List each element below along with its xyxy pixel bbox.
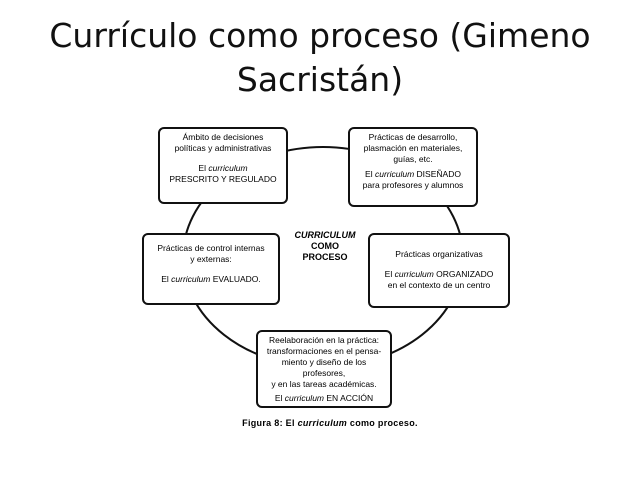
box-text-line: Ámbito de decisiones bbox=[182, 132, 264, 142]
box-curriculum-evaluado: Prácticas de control internas y externas… bbox=[142, 233, 280, 305]
figure-caption: Figura 8: El curriculum como proceso. bbox=[242, 418, 418, 428]
center-label: CURRICULUM COMO PROCESO bbox=[285, 230, 365, 263]
box-text-line: Prácticas organizativas bbox=[395, 249, 483, 259]
box-text-line: y externas: bbox=[190, 254, 232, 264]
box-text-line: políticas y administrativas bbox=[174, 143, 272, 153]
box-term-label: PRESCRITO Y REGULADO bbox=[169, 174, 277, 184]
box-term-suffix: en el contexto de un centro bbox=[387, 280, 491, 290]
box-curriculum-disenado: Prácticas de desarrollo, plasmación en m… bbox=[348, 127, 478, 207]
center-line-2: COMO bbox=[311, 241, 339, 251]
box-term-line: El curriculum ORGANIZADO bbox=[384, 269, 494, 279]
box-text-line: guías, etc. bbox=[393, 154, 433, 164]
page-title: Currículo como proceso (Gimeno Sacristán… bbox=[0, 14, 640, 102]
box-text-line: plasmación en materiales, bbox=[363, 143, 463, 153]
box-text-line: miento y diseño de los profesores, bbox=[281, 357, 367, 378]
box-curriculum-en-accion: Reelaboración en la práctica: transforma… bbox=[256, 330, 392, 408]
box-term-line: El curriculum EVALUADO. bbox=[161, 274, 261, 284]
box-term-line: El curriculum EN ACCIÓN bbox=[274, 393, 374, 403]
box-text-line: Reelaboración en la práctica: bbox=[268, 335, 380, 345]
center-line-3: PROCESO bbox=[302, 252, 348, 262]
box-curriculum-prescrito: Ámbito de decisiones políticas y adminis… bbox=[158, 127, 288, 204]
box-text-line: Prácticas de desarrollo, bbox=[368, 132, 458, 142]
box-text-line: y en las tareas académicas. bbox=[271, 379, 377, 389]
box-text-line: transformaciones en el pensa- bbox=[266, 346, 382, 356]
title-line-2: Sacristán) bbox=[236, 60, 404, 99]
box-term-suffix: para profesores y alumnos bbox=[362, 180, 464, 190]
box-term-line: El curriculum DISEÑADO bbox=[365, 169, 461, 179]
box-curriculum-organizado: Prácticas organizativas El curriculum OR… bbox=[368, 233, 510, 308]
center-line-1: CURRICULUM bbox=[294, 230, 356, 240]
box-text-line: Prácticas de control internas bbox=[157, 243, 265, 253]
title-line-1: Currículo como proceso (Gimeno bbox=[49, 16, 591, 55]
box-term-line: El curriculum bbox=[198, 163, 248, 173]
